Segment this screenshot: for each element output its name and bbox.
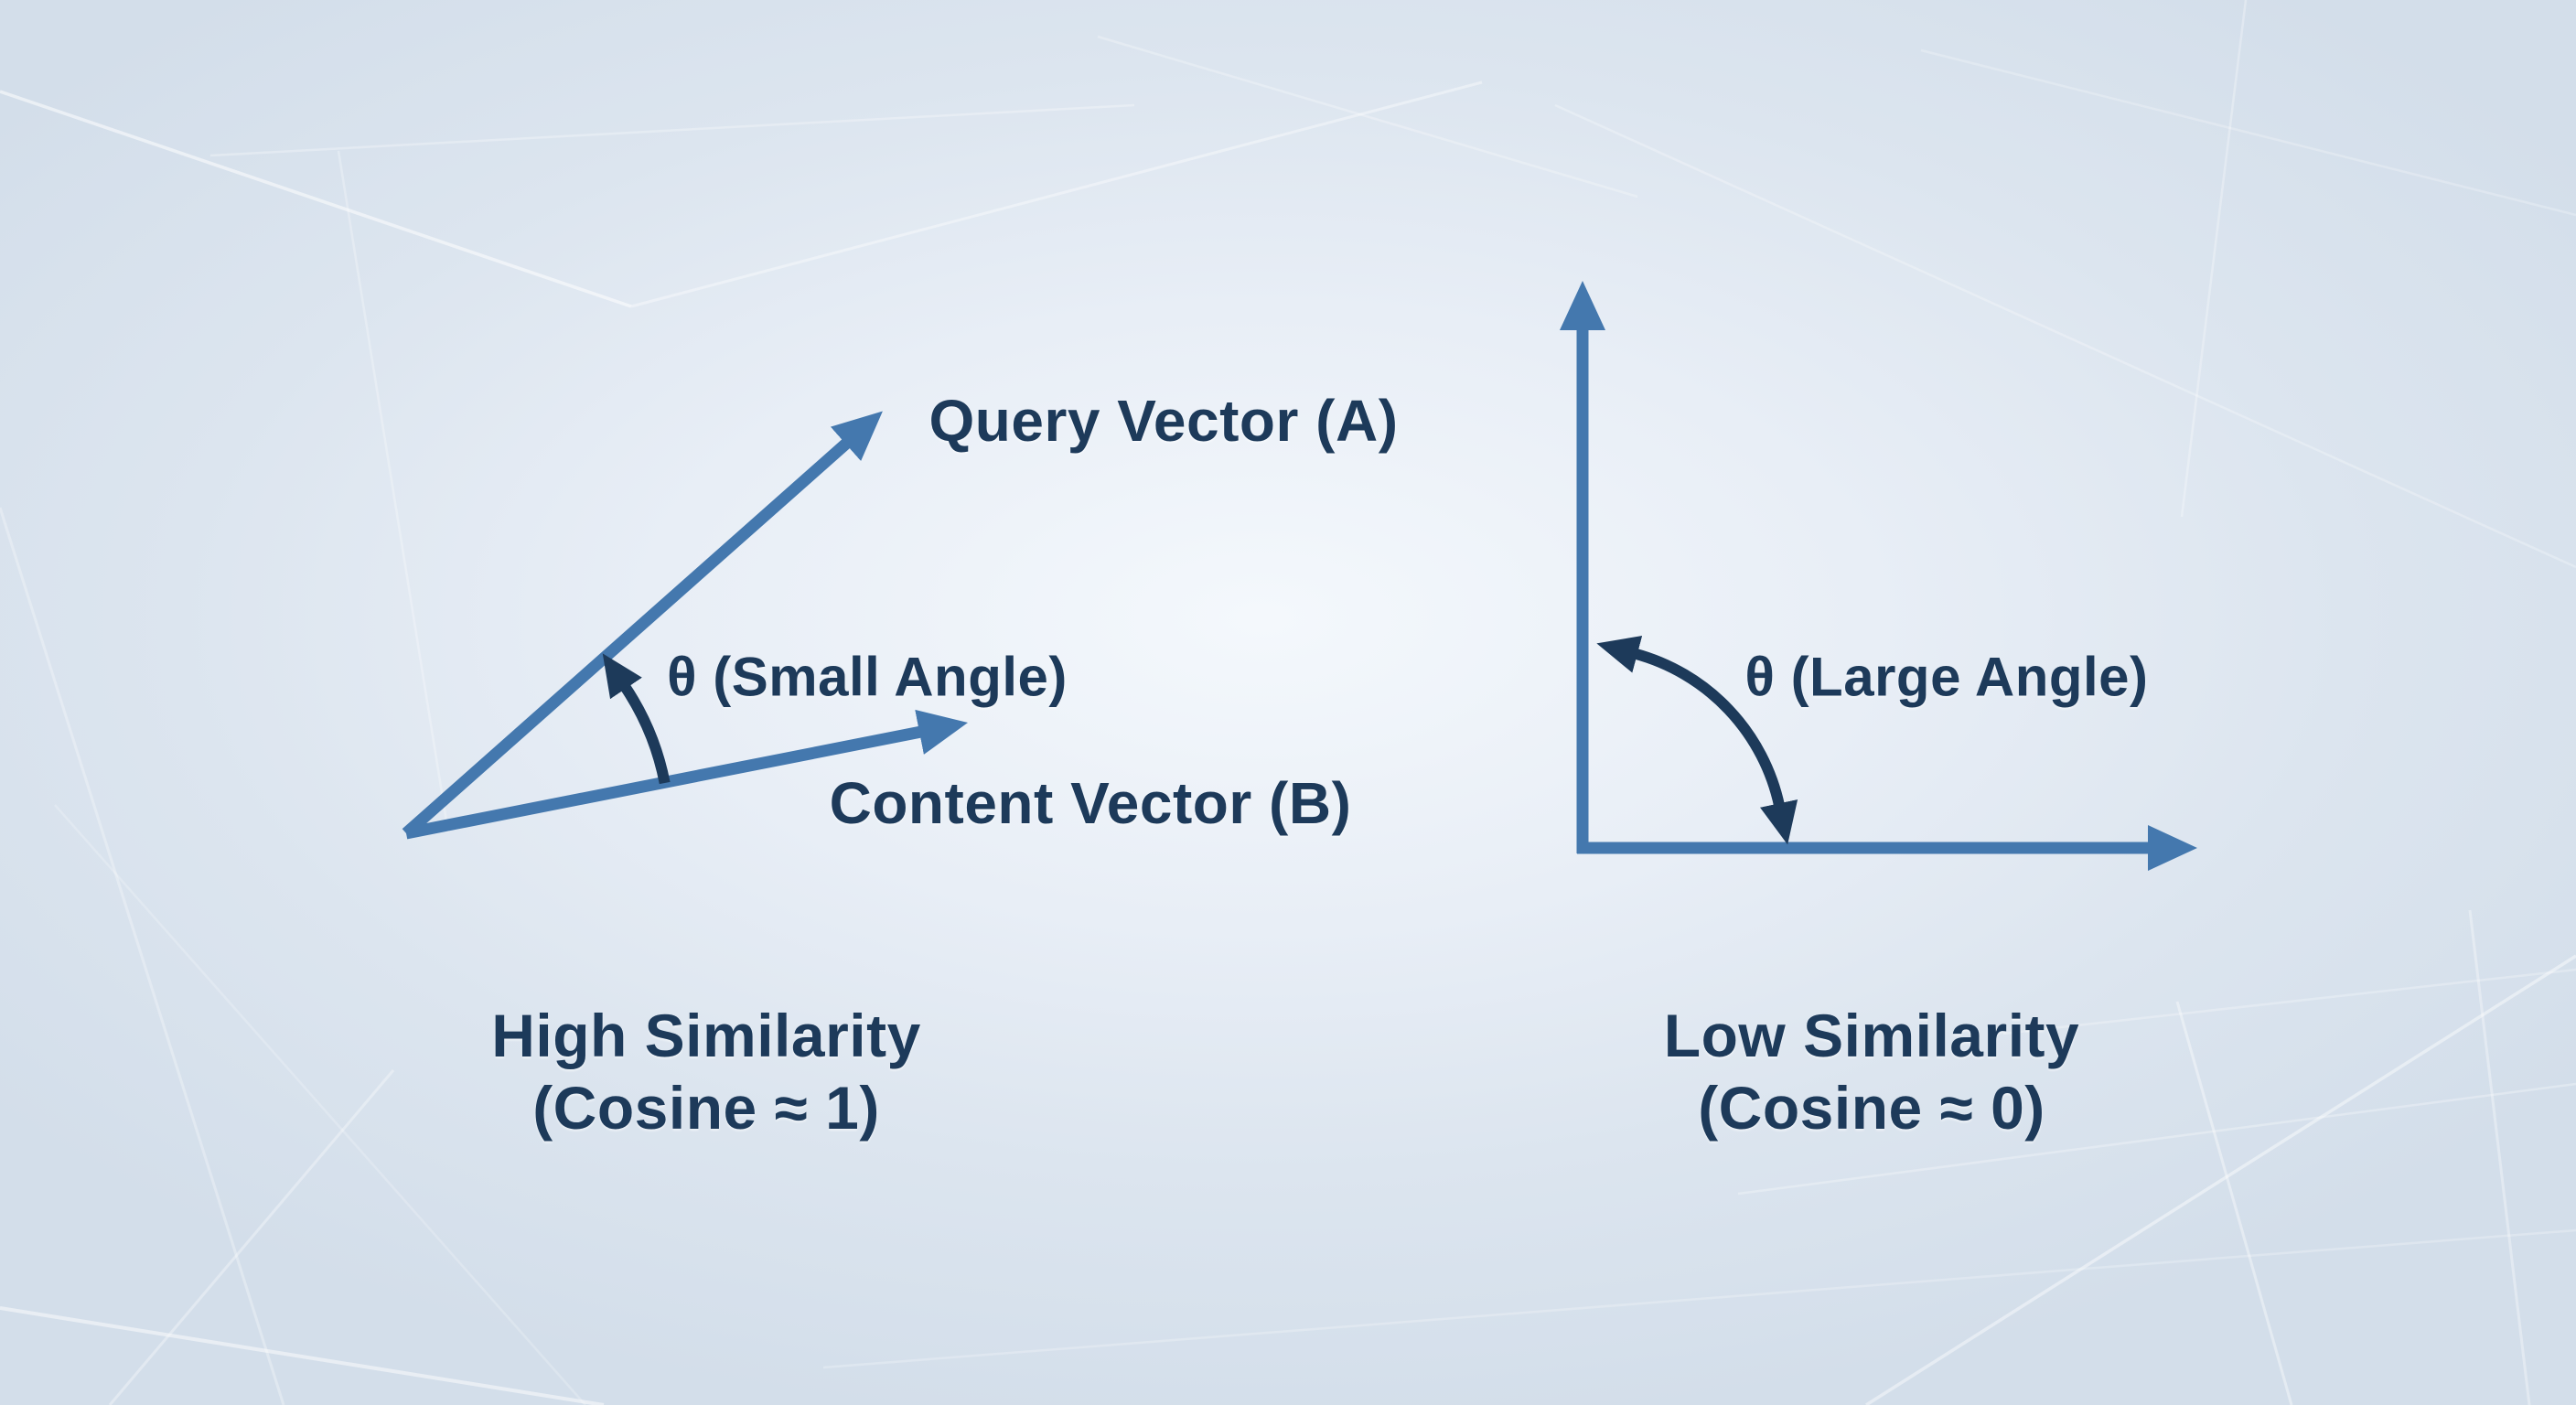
query-vector-label: Query Vector (A)	[928, 388, 1399, 454]
high-similarity-caption-line2: (Cosine ≈ 1)	[532, 1074, 880, 1142]
large-angle-arc	[1596, 635, 1798, 845]
query-vector-arrow	[402, 411, 883, 838]
low-similarity-figure	[1560, 281, 2197, 871]
low-similarity-caption: Low Similarity (Cosine ≈ 0)	[1664, 1000, 2079, 1144]
low-similarity-caption-line2: (Cosine ≈ 0)	[1698, 1074, 2045, 1142]
low-similarity-caption-line1: Low Similarity	[1663, 1001, 2080, 1069]
high-similarity-caption-line1: High Similarity	[491, 1001, 921, 1069]
high-similarity-figure	[402, 411, 969, 840]
large-angle-label: θ (Large Angle)	[1744, 646, 2149, 708]
small-angle-label: θ (Small Angle)	[667, 646, 1068, 708]
content-vector-label: Content Vector (B)	[829, 770, 1352, 836]
high-similarity-caption: High Similarity (Cosine ≈ 1)	[491, 1000, 921, 1144]
small-angle-arc	[602, 653, 671, 785]
